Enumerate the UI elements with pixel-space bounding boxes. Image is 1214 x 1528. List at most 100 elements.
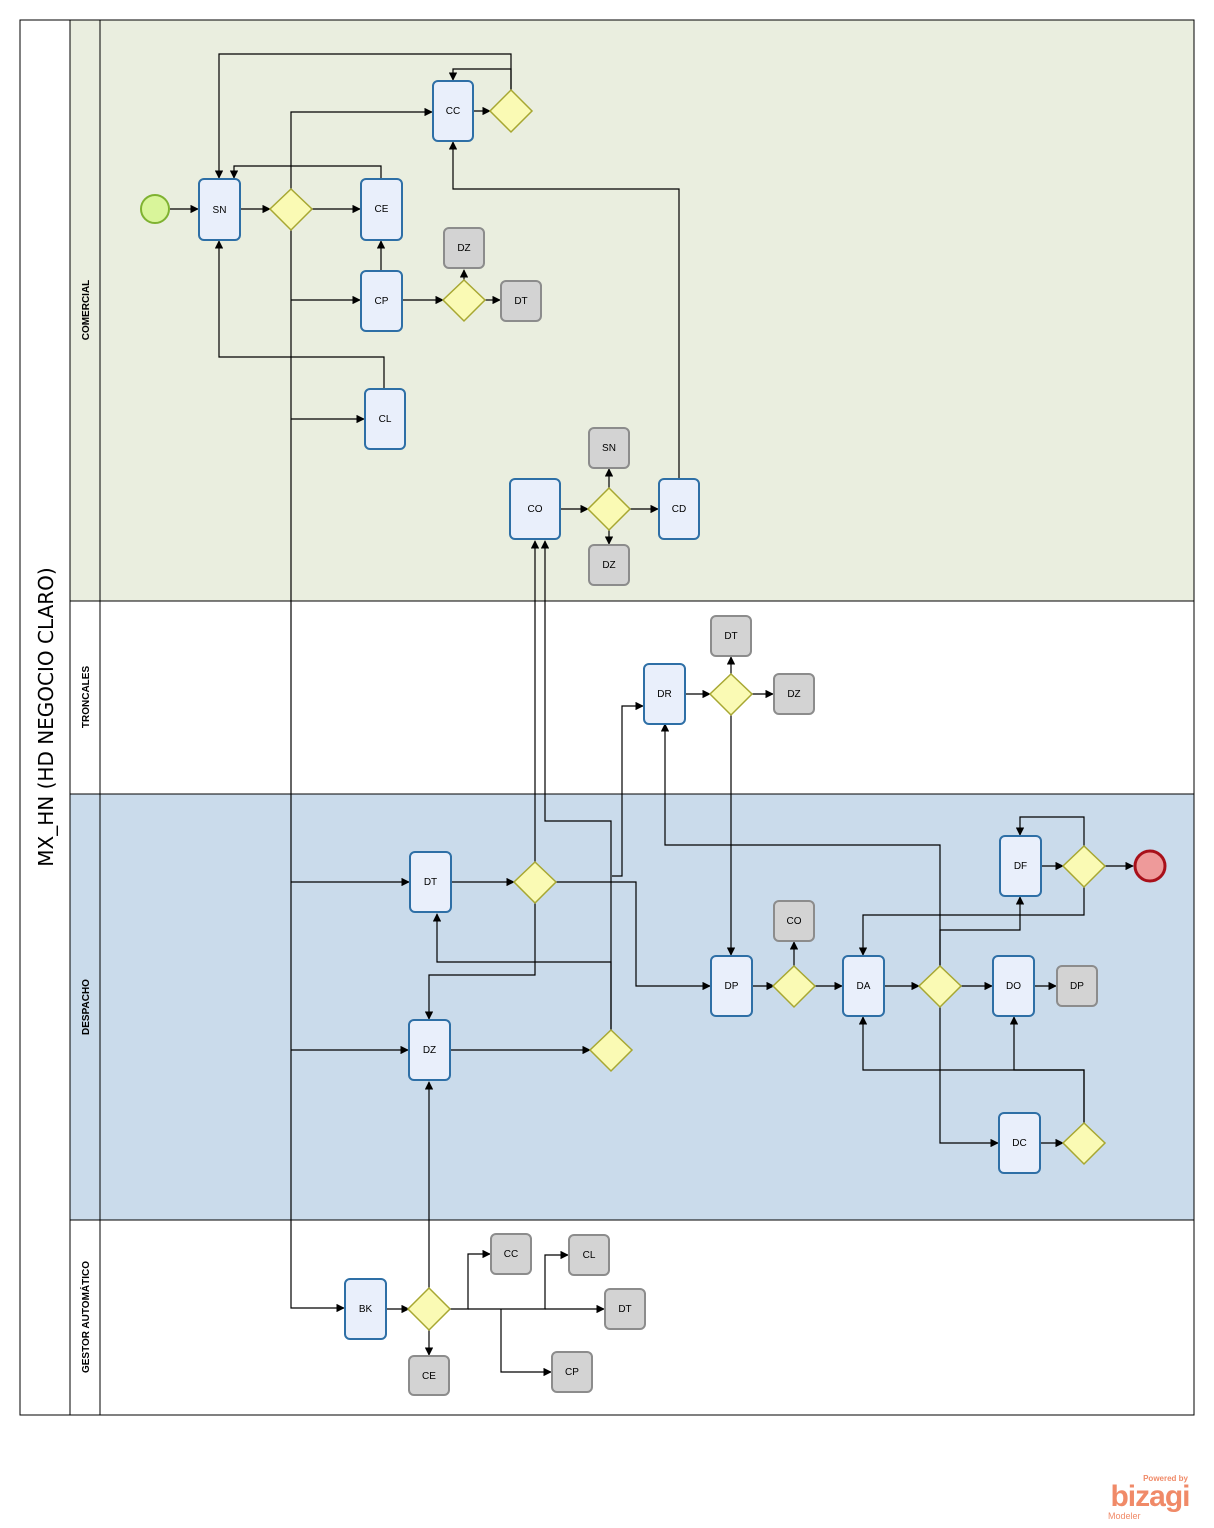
task-co-label: CO	[528, 504, 543, 515]
ref-box[interactable]: CP	[551, 1351, 593, 1393]
task-ce-label: CE	[375, 204, 389, 215]
ref-box[interactable]: DT	[710, 615, 752, 657]
task-dt-label: DT	[424, 877, 437, 888]
task-dz[interactable]: DZ	[408, 1019, 451, 1081]
flow	[450, 1249, 491, 1310]
ref-label: CC	[504, 1249, 518, 1260]
gateway[interactable]	[406, 1286, 452, 1332]
pool: MX_HN (HD NEGOCIO CLARO) COMERCIAL TRONC…	[19, 19, 1195, 1416]
start-event[interactable]	[140, 194, 170, 224]
ref-box[interactable]: DP	[1056, 965, 1098, 1007]
ref-box[interactable]: SN	[588, 427, 630, 469]
gateway[interactable]	[771, 964, 817, 1009]
flow	[939, 896, 1025, 966]
task-da-label: DA	[857, 981, 871, 992]
gateway[interactable]	[1061, 1121, 1107, 1166]
task-cl[interactable]: CL	[364, 388, 406, 450]
flow	[1009, 1016, 1085, 1123]
task-da[interactable]: DA	[842, 955, 885, 1017]
flow	[214, 240, 385, 388]
task-cc-label: CC	[446, 106, 460, 117]
flow	[540, 540, 612, 1030]
task-cp[interactable]: CP	[360, 270, 403, 332]
ref-label: DZ	[457, 243, 470, 254]
tasks: SN CE CP CL CC CO CD DR	[198, 80, 1042, 1340]
flow	[468, 1250, 569, 1310]
task-do[interactable]: DO	[992, 955, 1035, 1017]
flow	[290, 107, 433, 190]
ref-box[interactable]: CE	[408, 1355, 450, 1396]
ref-label: DZ	[787, 689, 800, 700]
task-dc-label: DC	[1012, 1138, 1026, 1149]
lane-label-despacho: DESPACHO	[81, 979, 92, 1035]
flow	[424, 903, 536, 1020]
task-df[interactable]: DF	[999, 835, 1042, 897]
ref-label: CP	[565, 1367, 579, 1378]
flow	[660, 723, 941, 966]
flow	[214, 53, 512, 179]
ref-label: CO	[787, 916, 802, 927]
gateway[interactable]	[588, 1028, 634, 1073]
task-cd[interactable]: CD	[658, 478, 700, 540]
ref-box[interactable]: DZ	[773, 673, 815, 715]
task-dp-label: DP	[725, 981, 739, 992]
bizagi-logo: Powered by bizagi Modeler	[1100, 1474, 1200, 1521]
flow	[556, 881, 711, 991]
task-do-label: DO	[1006, 981, 1021, 992]
ref-label: DZ	[602, 560, 615, 571]
task-bk[interactable]: BK	[344, 1278, 387, 1340]
task-cl-label: CL	[379, 414, 392, 425]
gateway[interactable]	[917, 964, 963, 1009]
flow	[939, 1007, 999, 1148]
task-co[interactable]: CO	[509, 478, 561, 540]
flow	[858, 886, 1085, 956]
ref-box[interactable]: DZ	[443, 227, 485, 269]
task-dz-label: DZ	[423, 1045, 436, 1056]
task-cp-label: CP	[375, 296, 389, 307]
gateway[interactable]	[586, 486, 632, 532]
brand-product: Modeler	[1108, 1511, 1141, 1521]
task-dc[interactable]: DC	[998, 1112, 1041, 1174]
flow	[432, 913, 612, 1030]
task-dr-label: DR	[657, 689, 671, 700]
gateway[interactable]	[708, 672, 754, 717]
task-sn[interactable]: SN	[198, 178, 241, 241]
ref-box[interactable]: CO	[773, 900, 815, 942]
task-cd-label: CD	[672, 504, 686, 515]
brand-name: bizagi	[1110, 1480, 1190, 1513]
task-cc[interactable]: CC	[432, 80, 474, 142]
task-dr[interactable]: DR	[643, 663, 686, 725]
ref-box[interactable]: DZ	[588, 544, 630, 586]
reference-boxes: DZ DT SN DZ DT DZ CO DP	[408, 227, 1098, 1396]
gateways	[268, 88, 1107, 1332]
task-dp[interactable]: DP	[710, 955, 753, 1017]
flow	[290, 230, 345, 1313]
task-dt[interactable]: DT	[409, 851, 452, 913]
gateway[interactable]	[512, 860, 558, 905]
task-bk-label: BK	[359, 1304, 373, 1315]
ref-label: DT	[724, 631, 737, 642]
task-df-label: DF	[1014, 861, 1027, 872]
task-sn-label: SN	[213, 205, 227, 216]
ref-box[interactable]: CL	[568, 1234, 610, 1276]
ref-label: DP	[1070, 981, 1084, 992]
ref-box[interactable]: DT	[500, 280, 542, 322]
gateway[interactable]	[268, 187, 314, 232]
lane-label-troncales: TRONCALES	[81, 666, 92, 729]
lane-label-comercial: COMERCIAL	[81, 280, 92, 341]
end-event[interactable]	[1133, 849, 1167, 883]
ref-label: CL	[583, 1250, 596, 1261]
gateway[interactable]	[441, 278, 487, 323]
flow	[500, 1309, 552, 1377]
ref-box[interactable]: CC	[490, 1233, 532, 1275]
ref-box[interactable]: DT	[604, 1288, 646, 1330]
brand-powered: Powered by	[1143, 1474, 1188, 1483]
task-ce[interactable]: CE	[360, 178, 403, 241]
flow	[448, 141, 680, 478]
lane-comercial	[69, 19, 1195, 602]
ref-label: DT	[514, 296, 527, 307]
gateway[interactable]	[488, 88, 534, 134]
lane-label-gestor: GESTOR AUTOMÁTICO	[79, 1261, 92, 1373]
gateway[interactable]	[1061, 844, 1107, 889]
sequence-flows	[170, 53, 1134, 1377]
